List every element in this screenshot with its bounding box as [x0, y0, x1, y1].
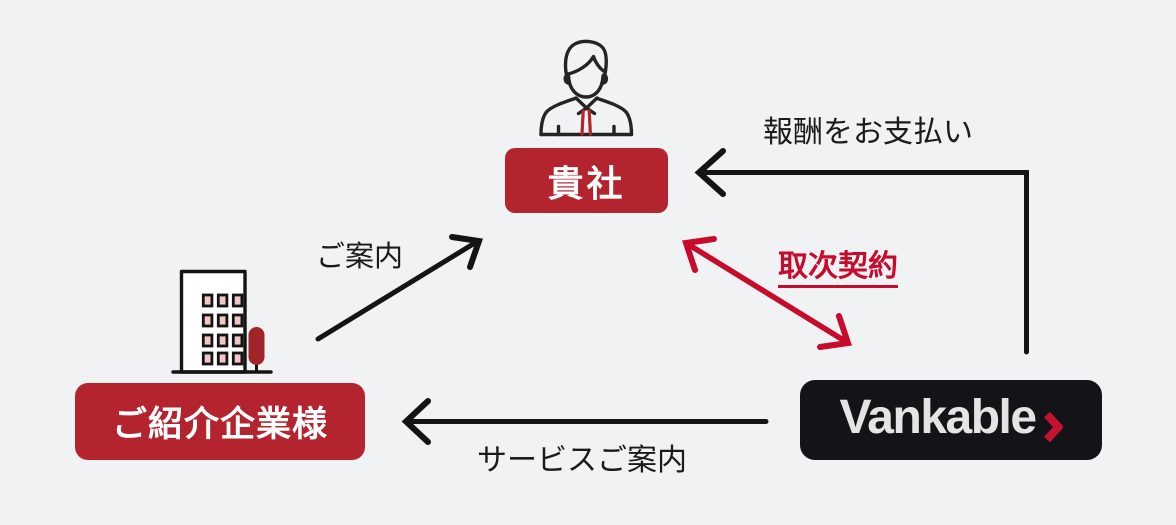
referral-company-badge: ご紹介企業様 — [75, 383, 365, 460]
agency-contract-label: 取次契約 — [778, 250, 898, 288]
building-icon — [171, 269, 273, 374]
your-company-badge: 貴社 — [505, 148, 668, 213]
arrow-payment — [694, 148, 1029, 355]
chevron-right-icon — [1043, 411, 1063, 443]
service-introduction-label: サービスご案内 — [477, 444, 687, 477]
referral-company-label: ご紹介企業様 — [111, 405, 328, 444]
arrow-agency-contract — [682, 236, 852, 350]
your-company-label: 貴社 — [547, 162, 626, 204]
payment-label: 報酬をお支払い — [763, 116, 973, 149]
introduction-label: ご案内 — [316, 241, 404, 273]
vankable-badge: Vankable — [800, 380, 1102, 460]
vankable-logo-text: Vankable — [839, 391, 1037, 444]
arrow-introduction — [315, 234, 484, 342]
businessman-icon — [539, 39, 634, 137]
arrow-service-introduction — [401, 398, 769, 445]
